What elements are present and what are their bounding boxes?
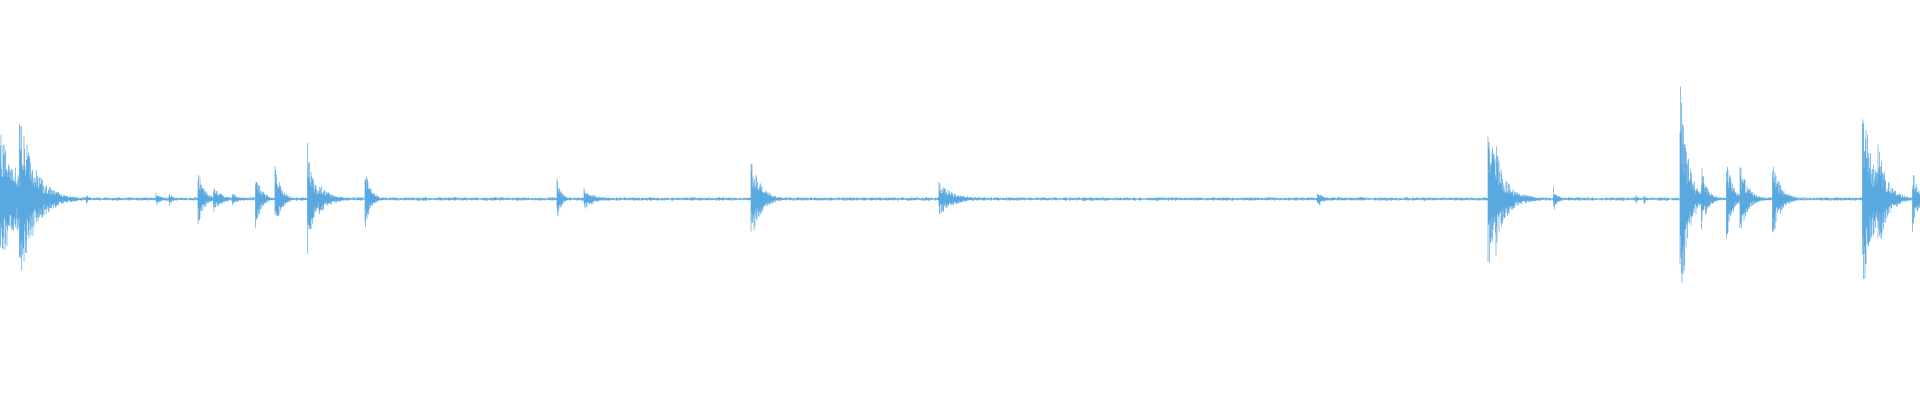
waveform-trace xyxy=(0,86,1920,283)
